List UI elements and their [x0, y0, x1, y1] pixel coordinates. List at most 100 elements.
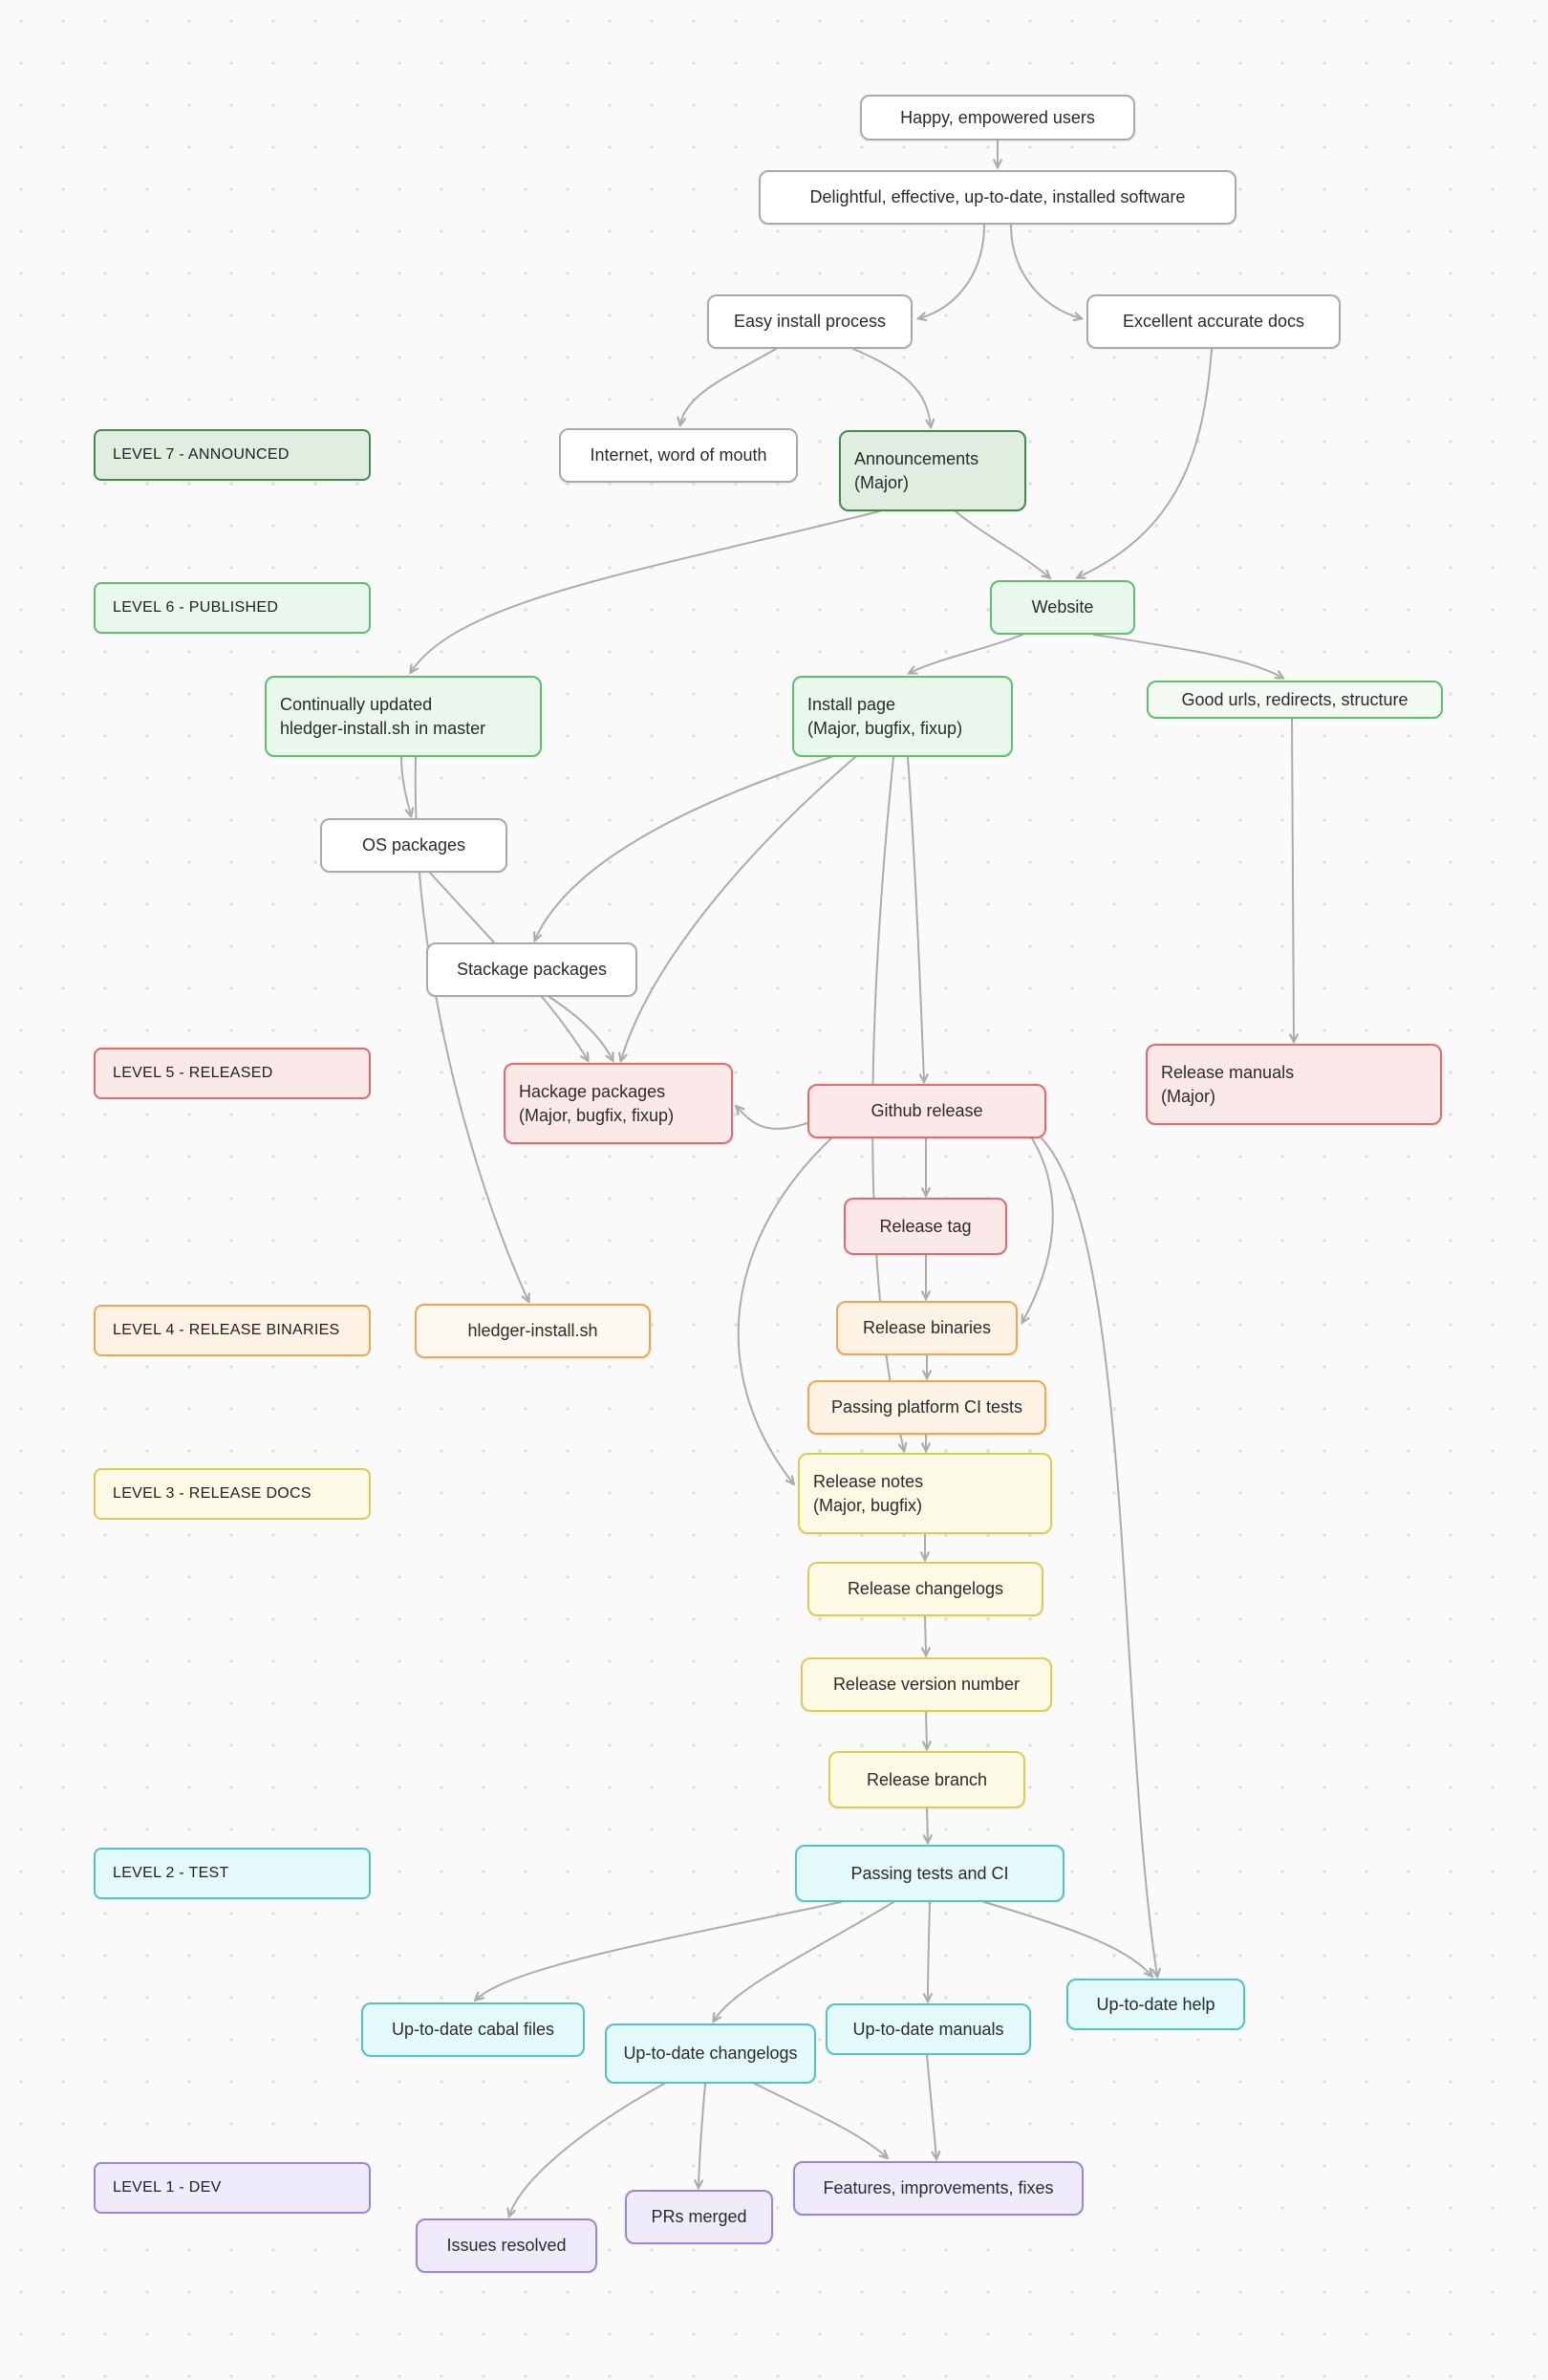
- edge-release-branch-to-passing-tests: [927, 1807, 928, 1842]
- edge-github-release-to-release-notes: [737, 1137, 832, 1483]
- edge-utd-changelogs-to-prs-merged: [699, 2083, 706, 2187]
- node-release-changelogs: Release changelogs: [807, 1562, 1043, 1616]
- edge-website-to-install-page: [910, 634, 1023, 673]
- node-install-page: Install page (Major, bugfix, fixup): [792, 676, 1013, 757]
- node-label: Good urls, redirects, structure: [1181, 689, 1408, 709]
- node-sublabel: (Major): [854, 472, 909, 492]
- edge-easy-install-to-announcements: [852, 348, 931, 426]
- node-label: Github release: [871, 1101, 983, 1121]
- level-2-test-label: LEVEL 2 - TEST: [94, 1848, 371, 1899]
- node-hledger-install-sh: hledger-install.sh: [415, 1304, 651, 1358]
- level-label-text: LEVEL 5 - RELEASED: [113, 1065, 273, 1081]
- edge-good-urls-to-release-manuals: [1292, 718, 1294, 1041]
- node-label: Features, improvements, fixes: [823, 2178, 1054, 2198]
- node-release-binaries: Release binaries: [836, 1301, 1018, 1355]
- node-announcements: Announcements (Major): [839, 430, 1026, 511]
- node-continually-updated-hledger-install: Continually updated hledger-install.sh i…: [265, 676, 542, 757]
- node-excellent-accurate-docs: Excellent accurate docs: [1086, 294, 1341, 349]
- level-4-release-binaries-label: LEVEL 4 - RELEASE BINARIES: [94, 1305, 371, 1356]
- edge-github-release-to-release-binaries: [1022, 1137, 1054, 1322]
- node-label: Website: [1031, 597, 1094, 617]
- node-label: Hackage packages: [519, 1082, 666, 1102]
- edge-install-page-to-stackage: [535, 756, 832, 940]
- node-os-packages: OS packages: [320, 818, 507, 873]
- node-label: Up-to-date changelogs: [623, 2044, 798, 2064]
- node-sublabel: (Major): [1161, 1086, 1215, 1106]
- node-sublabel: hledger-install.sh in master: [280, 718, 486, 738]
- node-release-branch: Release branch: [828, 1751, 1025, 1808]
- node-label: Easy install process: [733, 312, 887, 332]
- node-label: Release changelogs: [847, 1579, 1004, 1599]
- edge-release-changelogs-to-release-version: [925, 1615, 926, 1655]
- node-sublabel: (Major, bugfix, fixup): [519, 1105, 675, 1125]
- edge-passing-tests-to-cabal-files: [476, 1901, 842, 2000]
- node-easy-install-process: Easy install process: [707, 294, 913, 349]
- edge-passing-tests-to-utd-manuals: [928, 1901, 930, 2001]
- node-label: Delightful, effective, up-to-date, insta…: [809, 187, 1186, 207]
- node-happy-empowered-users: Happy, empowered users: [860, 95, 1135, 141]
- node-label: Continually updated: [280, 695, 433, 715]
- level-label-text: LEVEL 4 - RELEASE BINARIES: [113, 1322, 340, 1338]
- level-6-published-label: LEVEL 6 - PUBLISHED: [94, 582, 371, 634]
- node-label: Release branch: [866, 1769, 988, 1789]
- node-passing-tests-and-ci: Passing tests and CI: [795, 1845, 1064, 1902]
- edge-announcements-to-continually-updated: [411, 510, 880, 672]
- node-delightful-software: Delightful, effective, up-to-date, insta…: [759, 170, 1236, 225]
- edge-github-release-to-hackage: [737, 1107, 808, 1130]
- edge-github-release-to-utd-help: [1041, 1137, 1157, 1976]
- node-up-to-date-cabal-files: Up-to-date cabal files: [361, 2002, 585, 2057]
- level-label-text: LEVEL 3 - RELEASE DOCS: [113, 1485, 312, 1502]
- node-label: Internet, word of mouth: [590, 445, 767, 465]
- node-label: Passing platform CI tests: [830, 1397, 1023, 1417]
- edge-release-version-to-release-branch: [926, 1711, 927, 1748]
- node-good-urls-redirects-structure: Good urls, redirects, structure: [1147, 681, 1443, 719]
- edge-passing-tests-to-utd-changelogs: [714, 1901, 894, 2021]
- node-label: hledger-install.sh: [467, 1321, 598, 1341]
- node-label: Up-to-date manuals: [852, 2019, 1004, 2039]
- level-1-dev-label: LEVEL 1 - DEV: [94, 2162, 371, 2214]
- level-5-released-label: LEVEL 5 - RELEASED: [94, 1048, 371, 1099]
- level-label-text: LEVEL 7 - ANNOUNCED: [113, 446, 290, 463]
- node-label: Up-to-date help: [1096, 1994, 1215, 2014]
- node-sublabel: (Major, bugfix, fixup): [807, 718, 963, 738]
- node-github-release: Github release: [807, 1084, 1046, 1138]
- edge-utd-manuals-to-features: [926, 2054, 936, 2158]
- level-7-announced-label: LEVEL 7 - ANNOUNCED: [94, 429, 371, 481]
- edge-website-to-good-urls: [1093, 634, 1282, 678]
- node-release-tag: Release tag: [844, 1198, 1007, 1255]
- level-label-text: LEVEL 6 - PUBLISHED: [113, 599, 279, 616]
- edge-delightful-to-easy-install: [919, 224, 985, 318]
- node-up-to-date-changelogs: Up-to-date changelogs: [605, 2023, 816, 2084]
- node-label: Release manuals: [1161, 1063, 1295, 1083]
- node-passing-platform-ci-tests: Passing platform CI tests: [807, 1380, 1046, 1435]
- edge-continually-updated-to-os-packages: [400, 756, 411, 815]
- node-internet-word-of-mouth: Internet, word of mouth: [559, 428, 798, 483]
- node-stackage-packages: Stackage packages: [426, 942, 637, 997]
- edge-passing-tests-to-utd-help: [983, 1901, 1151, 1976]
- edge-install-page-to-github-release: [907, 756, 924, 1081]
- edge-announcements-to-website: [955, 510, 1049, 577]
- node-label: Stackage packages: [456, 960, 608, 980]
- edge-stackage-to-hackage: [548, 996, 613, 1060]
- node-website: Website: [990, 580, 1135, 635]
- edge-install-page-to-hackage: [621, 756, 856, 1060]
- node-prs-merged: PRs merged: [625, 2190, 773, 2244]
- node-label: Install page: [807, 695, 896, 715]
- level-label-text: LEVEL 1 - DEV: [113, 2179, 222, 2196]
- node-issues-resolved: Issues resolved: [416, 2218, 597, 2273]
- node-release-version-number: Release version number: [801, 1657, 1052, 1712]
- node-label: Happy, empowered users: [900, 107, 1095, 127]
- node-hackage-packages: Hackage packages (Major, bugfix, fixup): [504, 1063, 733, 1144]
- node-label: Excellent accurate docs: [1122, 312, 1305, 332]
- node-release-manuals: Release manuals (Major): [1146, 1044, 1442, 1125]
- node-label: OS packages: [361, 835, 466, 855]
- node-release-notes: Release notes (Major, bugfix): [798, 1453, 1052, 1534]
- node-label: Release notes: [813, 1472, 924, 1492]
- node-up-to-date-help: Up-to-date help: [1066, 1979, 1245, 2030]
- node-label: Announcements: [854, 449, 979, 469]
- level-label-text: LEVEL 2 - TEST: [113, 1865, 229, 1881]
- node-label: Issues resolved: [446, 2236, 567, 2256]
- node-label: Release tag: [879, 1216, 972, 1236]
- edge-utd-changelogs-to-features: [754, 2083, 887, 2157]
